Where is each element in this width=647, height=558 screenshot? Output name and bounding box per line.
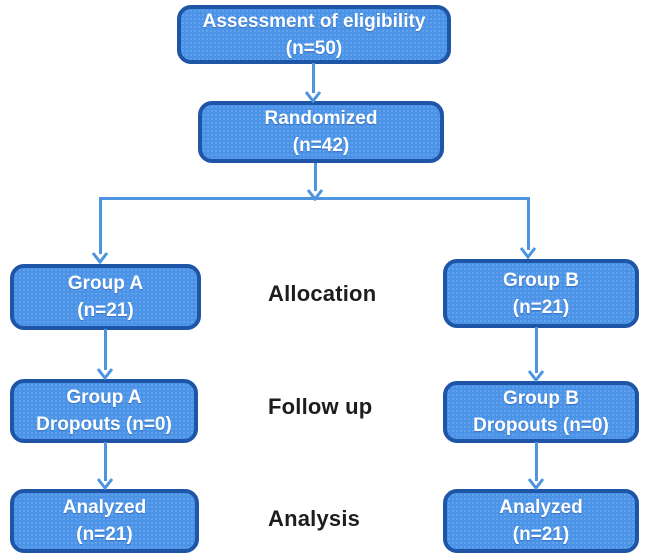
node-group-a-dropouts: Group A Dropouts (n=0)	[10, 379, 198, 443]
node-text-line1: Assessment of eligibility	[202, 10, 426, 32]
stage-label-allocation: Allocation	[268, 281, 377, 306]
arrow-down-icon	[96, 367, 114, 380]
arrow-down-icon	[306, 188, 324, 201]
connector-branch-to-group-b	[527, 198, 530, 250]
arrow-down-icon	[304, 90, 322, 103]
connector-group-a-to-dropouts	[104, 329, 107, 370]
node-text-line1: Analyzed	[499, 497, 583, 518]
connector-group-b-to-dropouts	[535, 327, 538, 373]
node-analyzed-group-b: Analyzed (n=21)	[443, 489, 639, 553]
node-group-a: Group A (n=21)	[10, 264, 201, 330]
node-text-line2: Dropouts (n=0)	[36, 414, 172, 435]
node-text-line2: (n=21)	[512, 296, 570, 318]
node-text-line1: Analyzed	[62, 497, 147, 518]
node-group-b-dropouts: Group B Dropouts (n=0)	[443, 381, 639, 443]
arrow-down-icon	[527, 477, 545, 490]
connector-branch-to-group-a	[99, 198, 102, 254]
node-text-line1: Group A	[67, 273, 144, 294]
node-randomized: Randomized (n=42)	[198, 101, 444, 163]
node-text-line2: (n=21)	[76, 524, 133, 545]
node-text-line2: Dropouts (n=0)	[473, 415, 609, 436]
node-text-line1: Group A	[66, 387, 142, 408]
stage-label-analysis: Analysis	[268, 506, 361, 531]
node-group-b: Group B (n=21)	[443, 259, 639, 328]
connector-dropouts-b-to-analyzed	[535, 442, 538, 481]
node-text-line2: (n=42)	[292, 135, 350, 156]
arrow-down-icon	[96, 477, 114, 490]
node-text-line1: Group B	[503, 388, 579, 409]
arrow-down-icon	[519, 246, 537, 259]
connector-dropouts-a-to-analyzed	[104, 442, 107, 481]
arrow-down-icon	[527, 369, 545, 382]
stage-label-follow-up: Follow up	[268, 394, 373, 419]
node-text-line2: (n=50)	[285, 37, 343, 59]
connector-assessment-to-randomized	[312, 63, 315, 93]
node-analyzed-group-a: Analyzed (n=21)	[10, 489, 199, 553]
node-text-line1: Group B	[503, 269, 579, 291]
arrow-down-icon	[91, 251, 109, 264]
node-text-line2: (n=21)	[77, 300, 134, 321]
node-assessment-of-eligibility: Assessment of eligibility (n=50)	[177, 5, 451, 64]
node-text-line1: Randomized	[264, 108, 378, 129]
connector-randomized-to-branch	[314, 163, 317, 191]
node-text-line2: (n=21)	[512, 524, 570, 545]
